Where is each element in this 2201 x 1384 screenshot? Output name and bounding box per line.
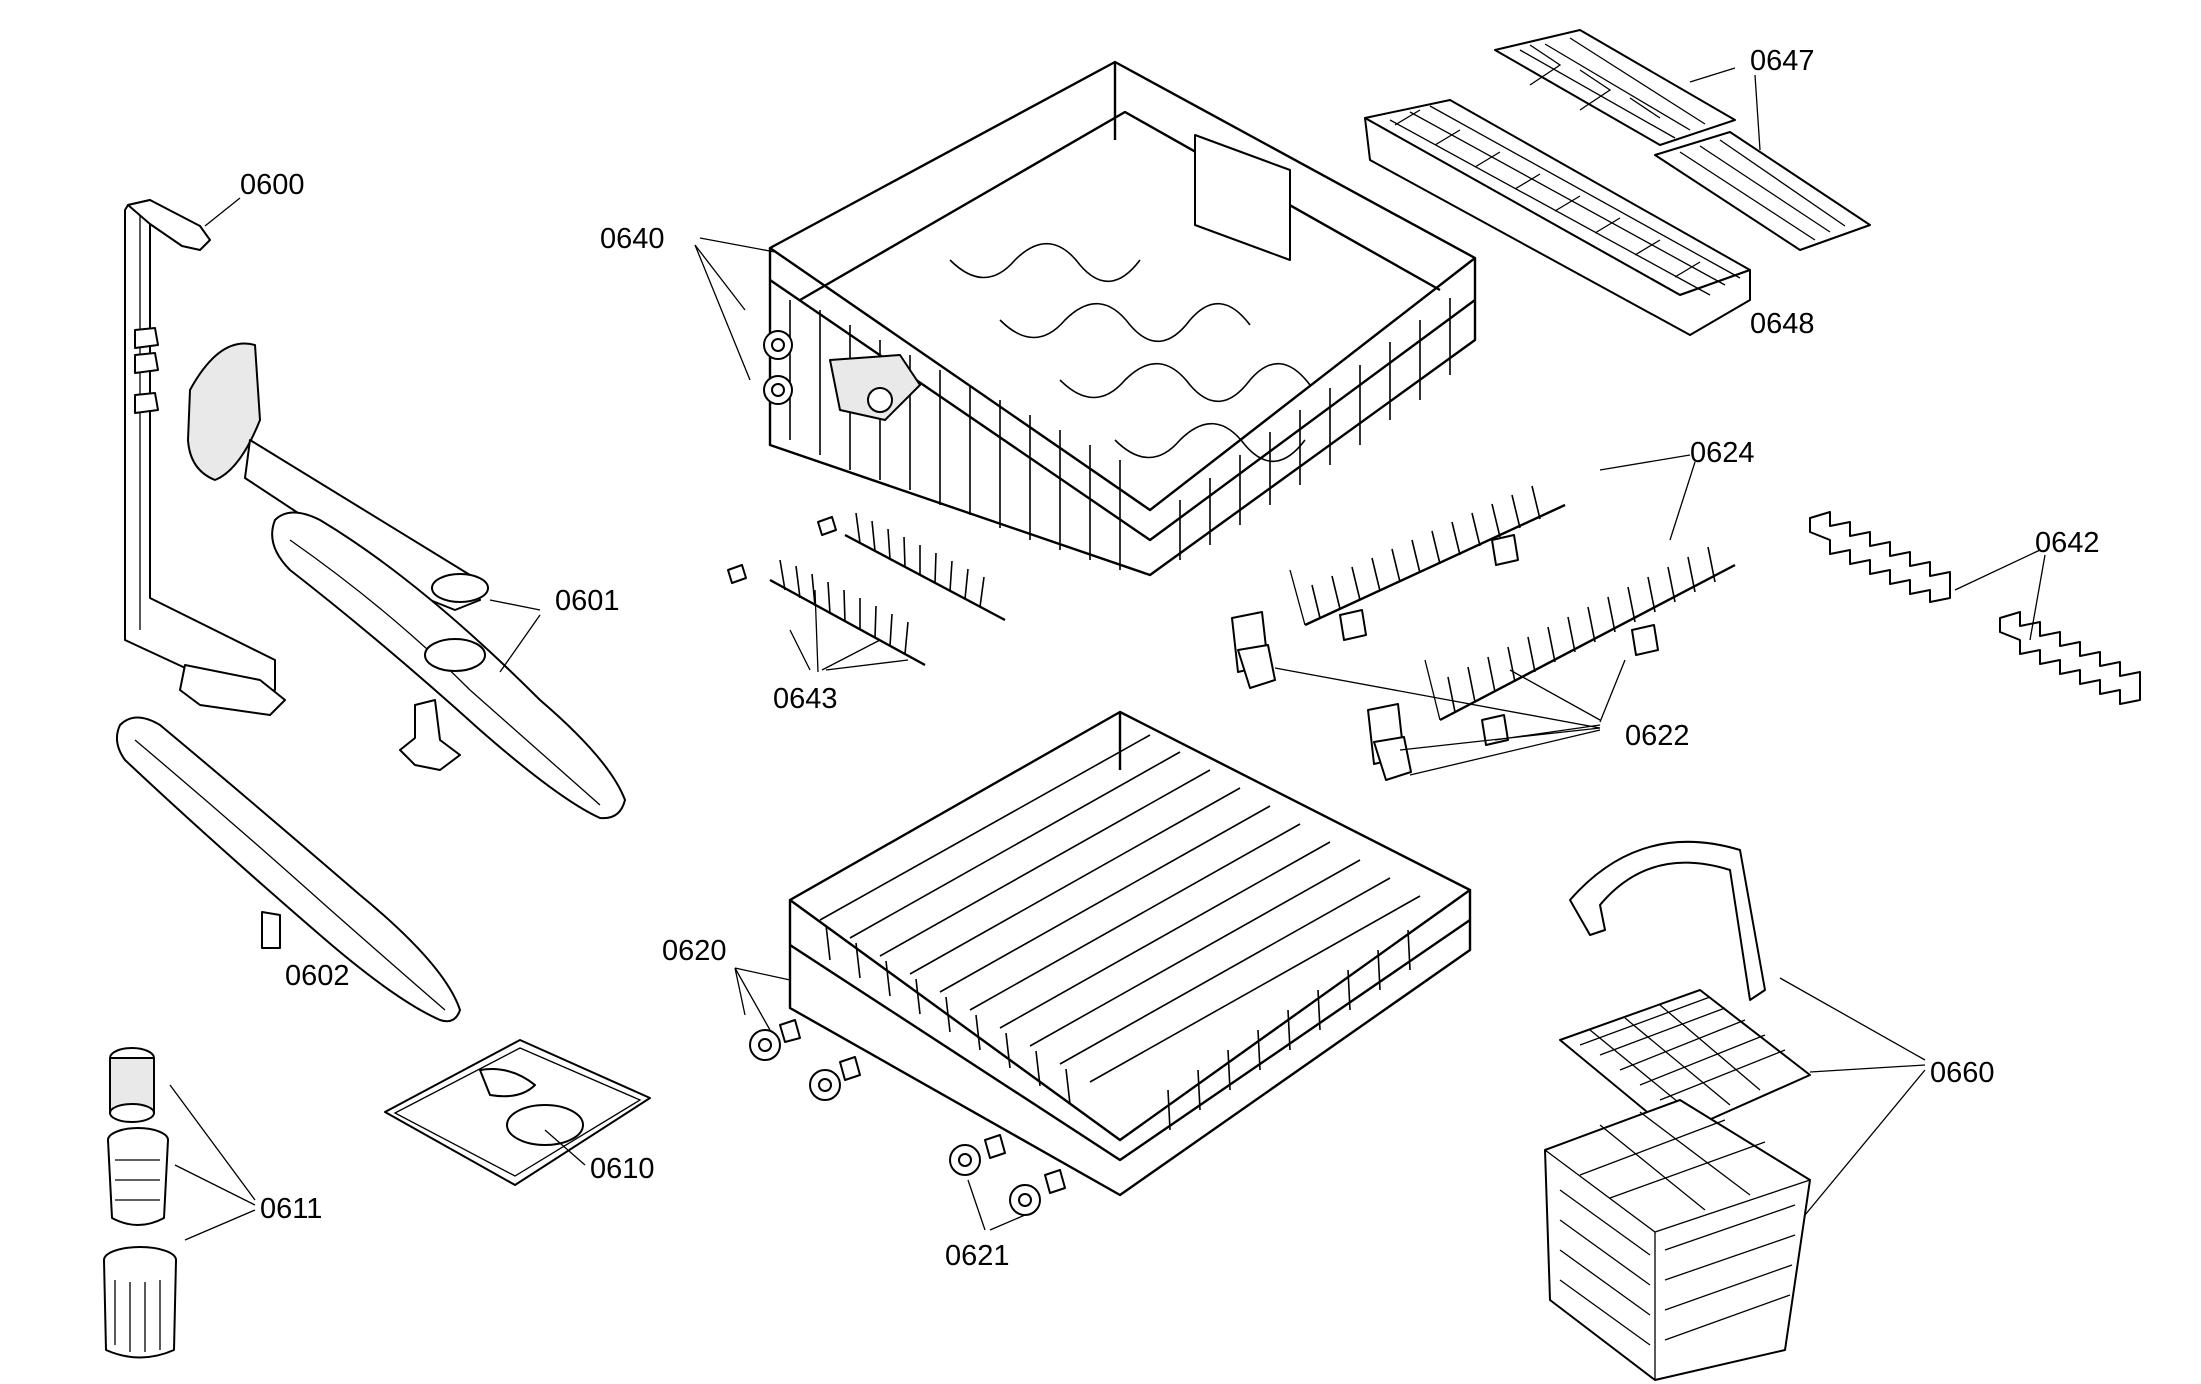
spray-tube-0600 — [124, 199, 286, 716]
label-0648: 0648 — [1750, 308, 1815, 340]
folding-tines-0624-a — [1289, 485, 1566, 627]
leader-lines — [169, 67, 2046, 1241]
lower-spray-arm-0602 — [115, 716, 461, 1023]
label-0601: 0601 — [555, 585, 620, 617]
cup-shelf-tines-0643 — [727, 512, 1006, 667]
clips-0622 — [1231, 534, 1659, 781]
shelf-insert-0647-a — [1494, 29, 1736, 146]
label-0647: 0647 — [1750, 45, 1815, 77]
filter-set-0611 — [103, 1047, 177, 1359]
label-0622: 0622 — [1625, 720, 1690, 752]
lower-rack-0620 — [788, 710, 1472, 1197]
label-0620: 0620 — [662, 935, 727, 967]
label-0600: 0600 — [240, 169, 305, 201]
label-0602: 0602 — [285, 960, 350, 992]
label-0643: 0643 — [773, 683, 838, 715]
label-0660: 0660 — [1930, 1057, 1995, 1089]
folding-tines-0624-b — [1424, 546, 1736, 722]
upper-spray-arm-0601 — [271, 511, 626, 820]
part-labels: 0600 0601 0602 0610 0611 0620 0621 0622 … — [240, 45, 2100, 1272]
shelf-insert-0647-b — [1654, 131, 1871, 251]
filter-plate-0610 — [384, 1039, 651, 1186]
cutlery-tray-0648 — [1364, 99, 1751, 336]
wheels-0621 — [749, 1019, 1066, 1216]
label-0621: 0621 — [945, 1240, 1010, 1272]
tine-rows-0642 — [1809, 511, 2141, 705]
label-0611: 0611 — [260, 1193, 322, 1225]
label-0624: 0624 — [1690, 437, 1755, 469]
label-0610: 0610 — [590, 1153, 655, 1185]
spray-arm-connector — [187, 342, 489, 611]
upper-rack-0640 — [763, 60, 1477, 577]
label-0642: 0642 — [2035, 527, 2100, 559]
label-0640: 0640 — [600, 223, 665, 255]
cutlery-basket-0660 — [1544, 840, 1811, 1381]
